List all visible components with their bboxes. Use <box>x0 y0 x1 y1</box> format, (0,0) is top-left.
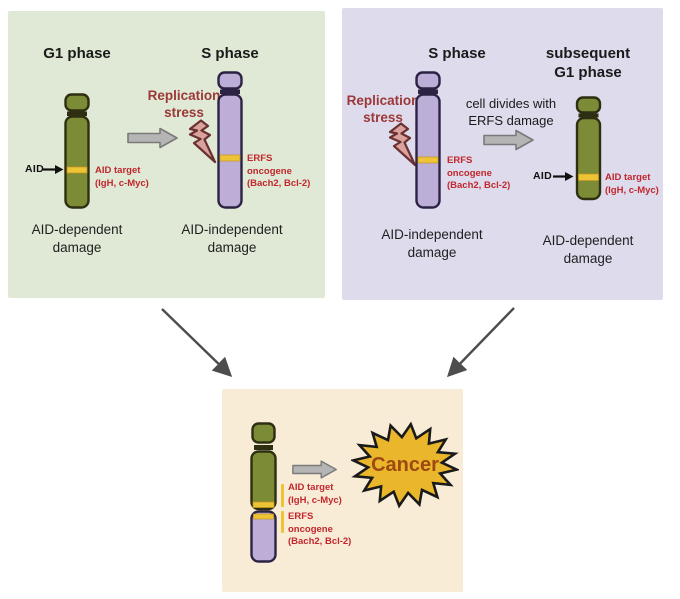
cancer-starburst-icon <box>351 421 459 509</box>
cell-divides-note: cell divides with ERFS damage <box>465 96 557 128</box>
arrow-right-icon <box>292 460 337 479</box>
caption-aid-independent: AID-independent damage <box>381 227 483 260</box>
panel-g1-to-s <box>8 11 325 298</box>
erfs-oncogene-label: ERFS oncogene (Bach2, Bcl-2) <box>288 511 352 548</box>
aid-enzyme-label: AID <box>533 170 552 182</box>
chromosome-green-graphic <box>575 96 602 201</box>
chromosome-translocation-graphic <box>250 422 277 563</box>
panel-s-to-g1 <box>342 8 663 300</box>
aid-target-band <box>252 501 275 508</box>
erfs-region-bracket <box>281 511 284 533</box>
chromosome-purple-graphic <box>217 71 243 209</box>
aid-target-band <box>66 166 88 174</box>
erfs-band <box>417 156 439 164</box>
replication-stress-label: Replication stress <box>346 93 420 125</box>
arrow-right-icon <box>127 127 178 149</box>
aid-arrow-icon <box>553 172 574 181</box>
erfs-band <box>253 513 274 520</box>
right-panel-s-title: S phase <box>428 45 486 62</box>
lightning-bolt-icon <box>388 122 417 167</box>
right-panel-g1-title: subsequent G1 phase <box>545 45 631 82</box>
lightning-bolt-icon <box>188 119 217 164</box>
aid-arrow-icon <box>43 165 64 174</box>
caption-aid-dependent: AID-dependent damage <box>542 233 634 266</box>
left-panel-s-title: S phase <box>201 45 259 62</box>
arrow-down-left-icon <box>446 307 515 378</box>
erfs-oncogene-label: ERFS oncogene (Bach2, Bcl-2) <box>247 153 311 190</box>
replication-stress-label: Replication stress <box>147 88 221 120</box>
aid-target-region-bracket <box>281 484 284 507</box>
cancer-label: Cancer <box>371 453 439 476</box>
chromosome-green-graphic <box>64 93 90 209</box>
aid-target-band <box>578 173 599 181</box>
arrow-right-icon <box>483 129 534 151</box>
erfs-oncogene-label: ERFS oncogene (Bach2, Bcl-2) <box>447 155 511 192</box>
aid-target-label: AID target (IgH, c-Myc) <box>95 165 149 189</box>
aid-target-label: AID target (IgH, c-Myc) <box>605 172 659 196</box>
left-panel-g1-title: G1 phase <box>43 45 111 62</box>
erfs-band <box>219 154 241 162</box>
aid-target-label: AID target (IgH, c-Myc) <box>288 482 342 506</box>
caption-aid-independent: AID-independent damage <box>181 222 283 255</box>
aid-enzyme-label: AID <box>25 163 44 175</box>
arrow-down-right-icon <box>161 308 233 378</box>
chromosome-purple-graphic <box>415 71 441 209</box>
caption-aid-dependent: AID-dependent damage <box>31 222 123 255</box>
